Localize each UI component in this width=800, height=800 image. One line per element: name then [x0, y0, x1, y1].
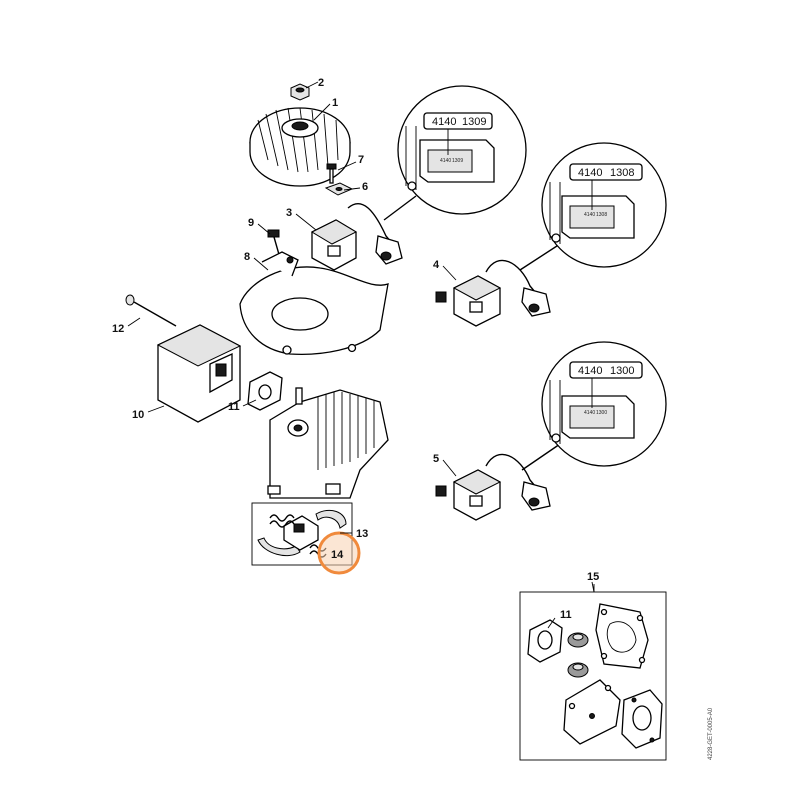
callout-labels: 2 1 7 6 9 3 8 4 5 12 10 11 13 14 15 11 [112, 77, 599, 621]
bolt-12[interactable] [125, 294, 177, 327]
seal-ring-lower[interactable] [567, 662, 589, 678]
detail-view-coil-1308: 4140 1308 4140 1308 [519, 142, 667, 271]
callout-12: 12 [112, 323, 124, 335]
callout-13: 13 [356, 528, 368, 540]
callout-5: 5 [433, 453, 439, 465]
callout-7: 7 [358, 154, 364, 166]
detail-code-sub: 1308 [610, 167, 634, 179]
detail-code-main: 4140 [578, 167, 602, 179]
detail-code-sub: 1300 [610, 365, 634, 377]
detail-small-code-a: 4140 [440, 158, 451, 164]
detail-small-code-b: 1300 [596, 410, 607, 416]
intake-gasket[interactable] [563, 679, 621, 745]
highlight-ring-14 [317, 531, 361, 575]
detail-small-code-b: 1308 [596, 212, 607, 218]
detail-view-coil-1309: 4140 1309 4140 1309 [383, 85, 527, 221]
callout-9: 9 [248, 217, 254, 229]
ignition-coil-4[interactable] [435, 259, 551, 327]
clutch-spring[interactable] [269, 514, 295, 528]
detail-view-coil-1300: 4140 1300 4140 1300 [521, 341, 667, 471]
flywheel-nut[interactable] [290, 83, 310, 101]
gasket-set-15[interactable] [519, 584, 667, 761]
callout-15: 15 [587, 571, 599, 583]
flywheel[interactable] [249, 107, 351, 187]
callout-8: 8 [244, 251, 250, 263]
leader-lines [127, 81, 595, 629]
muffler-10[interactable] [156, 324, 242, 423]
callout-14: 14 [331, 549, 344, 561]
detail-small-code-a: 4140 [584, 410, 595, 416]
document-number: 4228-GET-0005-A0 [708, 707, 714, 760]
engine-block[interactable] [267, 387, 389, 499]
crankcase-gasket[interactable] [595, 603, 649, 669]
ignition-coil-3[interactable] [310, 203, 403, 271]
detail-small-code-a: 4140 [584, 212, 595, 218]
detail-code-sub: 1309 [462, 116, 486, 128]
gasket-ring[interactable] [527, 619, 563, 663]
callout-2: 2 [318, 77, 324, 89]
callout-1: 1 [332, 97, 338, 109]
callout-11: 11 [228, 401, 240, 413]
clutch-kit-13[interactable] [251, 502, 353, 566]
seal-ring-upper[interactable] [567, 632, 589, 648]
callout-11-gasket: 11 [560, 609, 572, 621]
gasket-11[interactable] [247, 371, 283, 411]
screw-7[interactable] [326, 163, 337, 184]
detail-code-main: 4140 [432, 116, 456, 128]
ignition-coil-5[interactable] [435, 453, 551, 521]
callout-4: 4 [433, 259, 440, 271]
exhaust-gasket[interactable] [621, 689, 663, 749]
callout-3: 3 [286, 207, 292, 219]
callout-10: 10 [132, 409, 144, 421]
detail-code-main: 4140 [578, 365, 602, 377]
washer-6[interactable] [324, 182, 354, 196]
fan-housing-8[interactable] [239, 251, 389, 356]
detail-small-code-b: 1309 [452, 158, 463, 164]
callout-6: 6 [362, 181, 368, 193]
